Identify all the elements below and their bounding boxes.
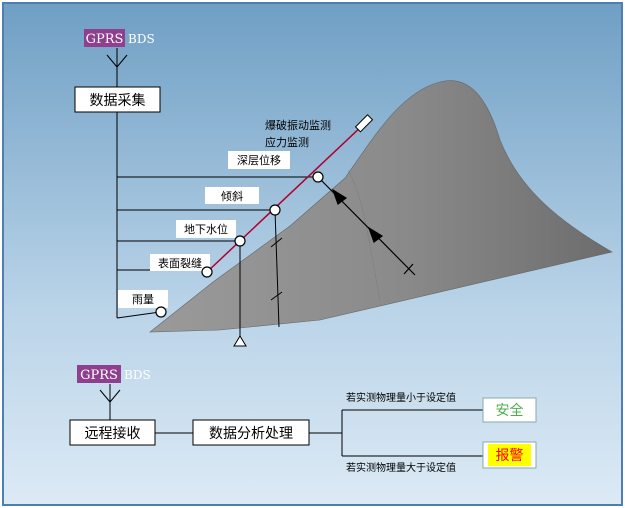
alarm-highlight [488,444,531,466]
bds-label-bottom: BDS [124,368,151,382]
blast-monitor-line [206,123,365,273]
antenna-icon [106,48,128,88]
gprs-label: GPRS [86,32,124,47]
data-collection-label: 数据采集 [90,92,146,109]
sensor-tilt-box [205,187,259,204]
safe-label: 安全 [496,402,524,419]
sensor-node-icon [155,171,324,318]
gprs-label-bottom: GPRS [80,368,118,383]
condition-less-than: 若实测物理量小于设定值 [346,391,456,404]
sensor-groundwater: 地下水位 [184,222,228,236]
reflector-icon [354,114,374,133]
blast-vibration-label: 爆破振动监测 [265,118,331,132]
decision-branches [309,409,483,457]
gprs-badge-bg [77,365,121,383]
slope-mountain [149,80,613,333]
sensor-tilt: 倾斜 [221,190,243,203]
sensor-surface-crack: 表面裂缝 [158,256,202,270]
data-analysis-label: 数据分析处理 [209,426,293,442]
safe-box [482,397,537,423]
sensor-groundwater-box [176,220,236,238]
slope-ridge-line [347,169,381,301]
sensor-deep-displacement: 深层位移 [237,153,281,167]
arrow-icon [317,176,416,276]
sensor-rainfall-box [118,290,168,308]
bds-label: BDS [128,32,155,46]
antenna-icon [99,384,121,420]
data-analysis-box [192,419,310,446]
stress-monitor-label: 应力监测 [265,135,309,149]
gprs-badge-bg [84,29,125,47]
triangle-anchor-icon [233,335,247,347]
sensor-surface-crack-box [150,254,210,271]
borehole-lines [239,209,283,338]
alarm-label: 报警 [496,448,524,464]
sensor-deep-displacement-box [228,151,290,169]
sensor-rainfall: 雨量 [132,293,154,306]
remote-receive-label: 远程接收 [85,425,141,442]
condition-greater-than: 若实测物理量大于设定值 [346,461,456,474]
